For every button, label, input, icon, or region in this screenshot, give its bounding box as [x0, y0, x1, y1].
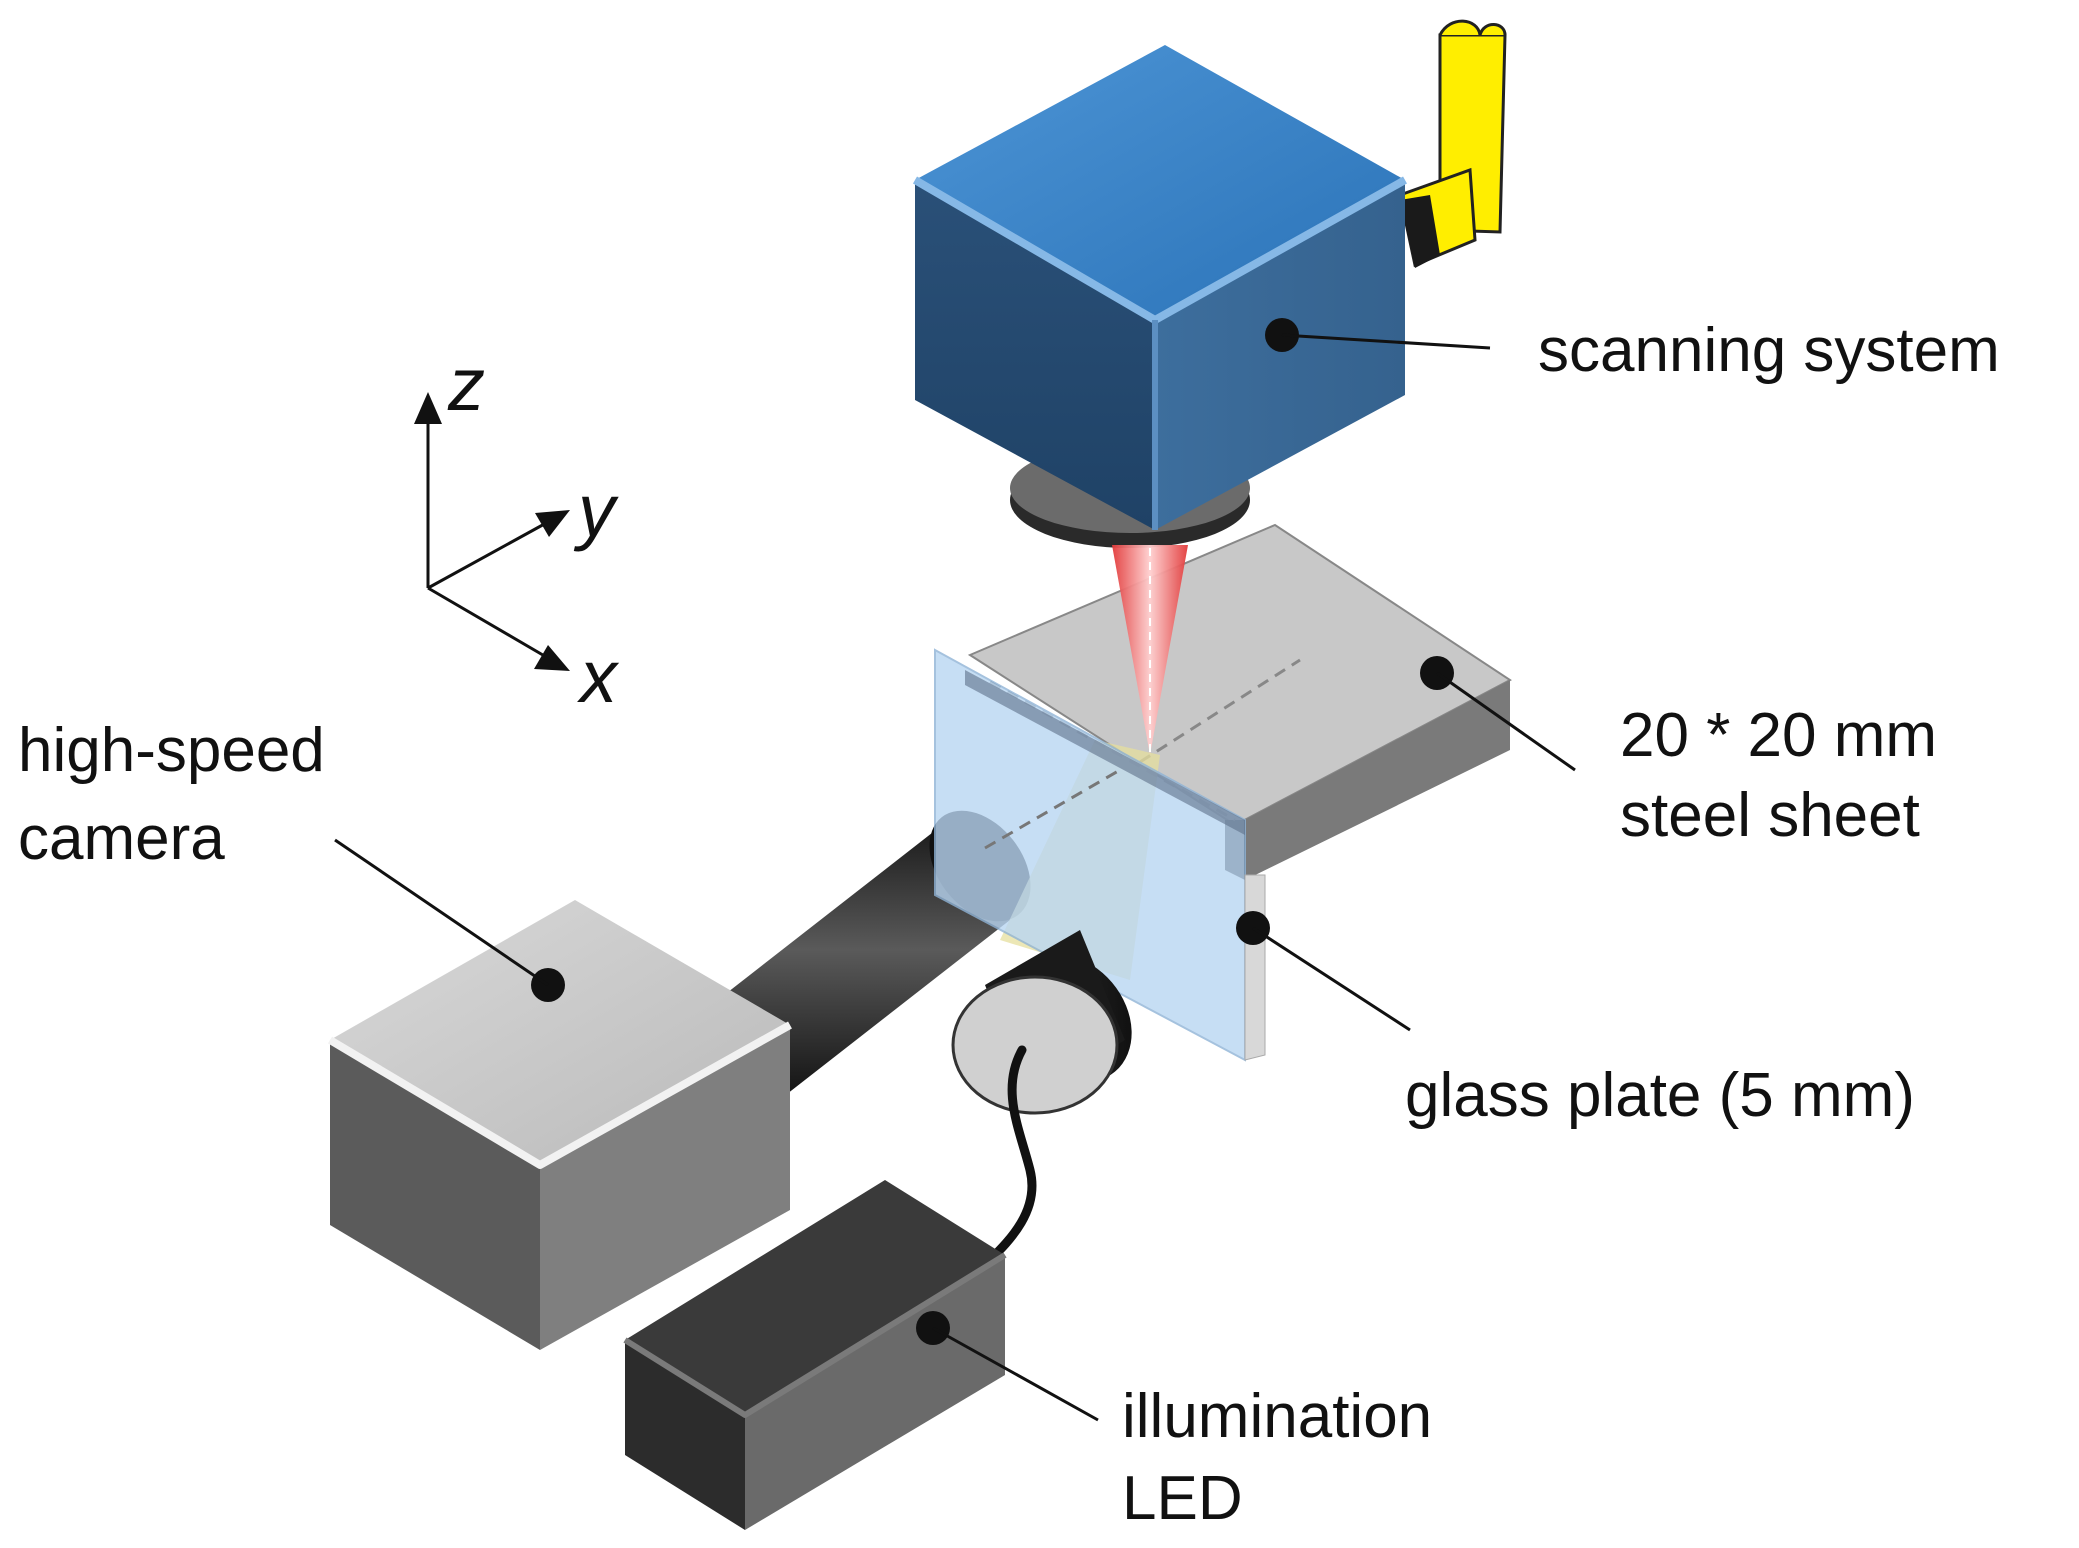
- axis-label-y: y: [578, 469, 615, 552]
- leader-line-camera: [334, 838, 549, 987]
- label-steel-sheet-line1: 20 * 20 mm: [1620, 701, 1938, 770]
- label-high-speed-line1: high-speed: [18, 716, 325, 785]
- leader-line-scanning: [1281, 333, 1491, 350]
- label-high-speed-line2: camera: [18, 804, 225, 873]
- high-speed-camera-unit: [327, 900, 792, 1350]
- laser-beam: [1112, 545, 1188, 755]
- label-glass-plate: glass plate (5 mm): [1405, 1061, 1915, 1130]
- led-lamp-head: [951, 930, 1132, 1115]
- led-cable: [985, 1045, 1037, 1265]
- leader-line-steel: [1436, 671, 1576, 772]
- label-scanning-system: scanning system: [1538, 316, 2000, 385]
- label-steel-sheet-line2: steel sheet: [1620, 781, 1920, 850]
- leader-lines: [334, 318, 1576, 1422]
- leader-line-glass: [1252, 926, 1411, 1032]
- axis-label-x: x: [580, 635, 617, 718]
- scanning-system-unit: [912, 45, 1407, 548]
- label-illumination-line1: illumination: [1122, 1382, 1433, 1451]
- coordinate-axes: [414, 392, 570, 671]
- label-illumination-line2: LED: [1122, 1464, 1243, 1533]
- leader-line-led: [932, 1326, 1099, 1422]
- axis-label-z: z: [448, 343, 485, 426]
- fiber-cable: [1398, 19, 1507, 268]
